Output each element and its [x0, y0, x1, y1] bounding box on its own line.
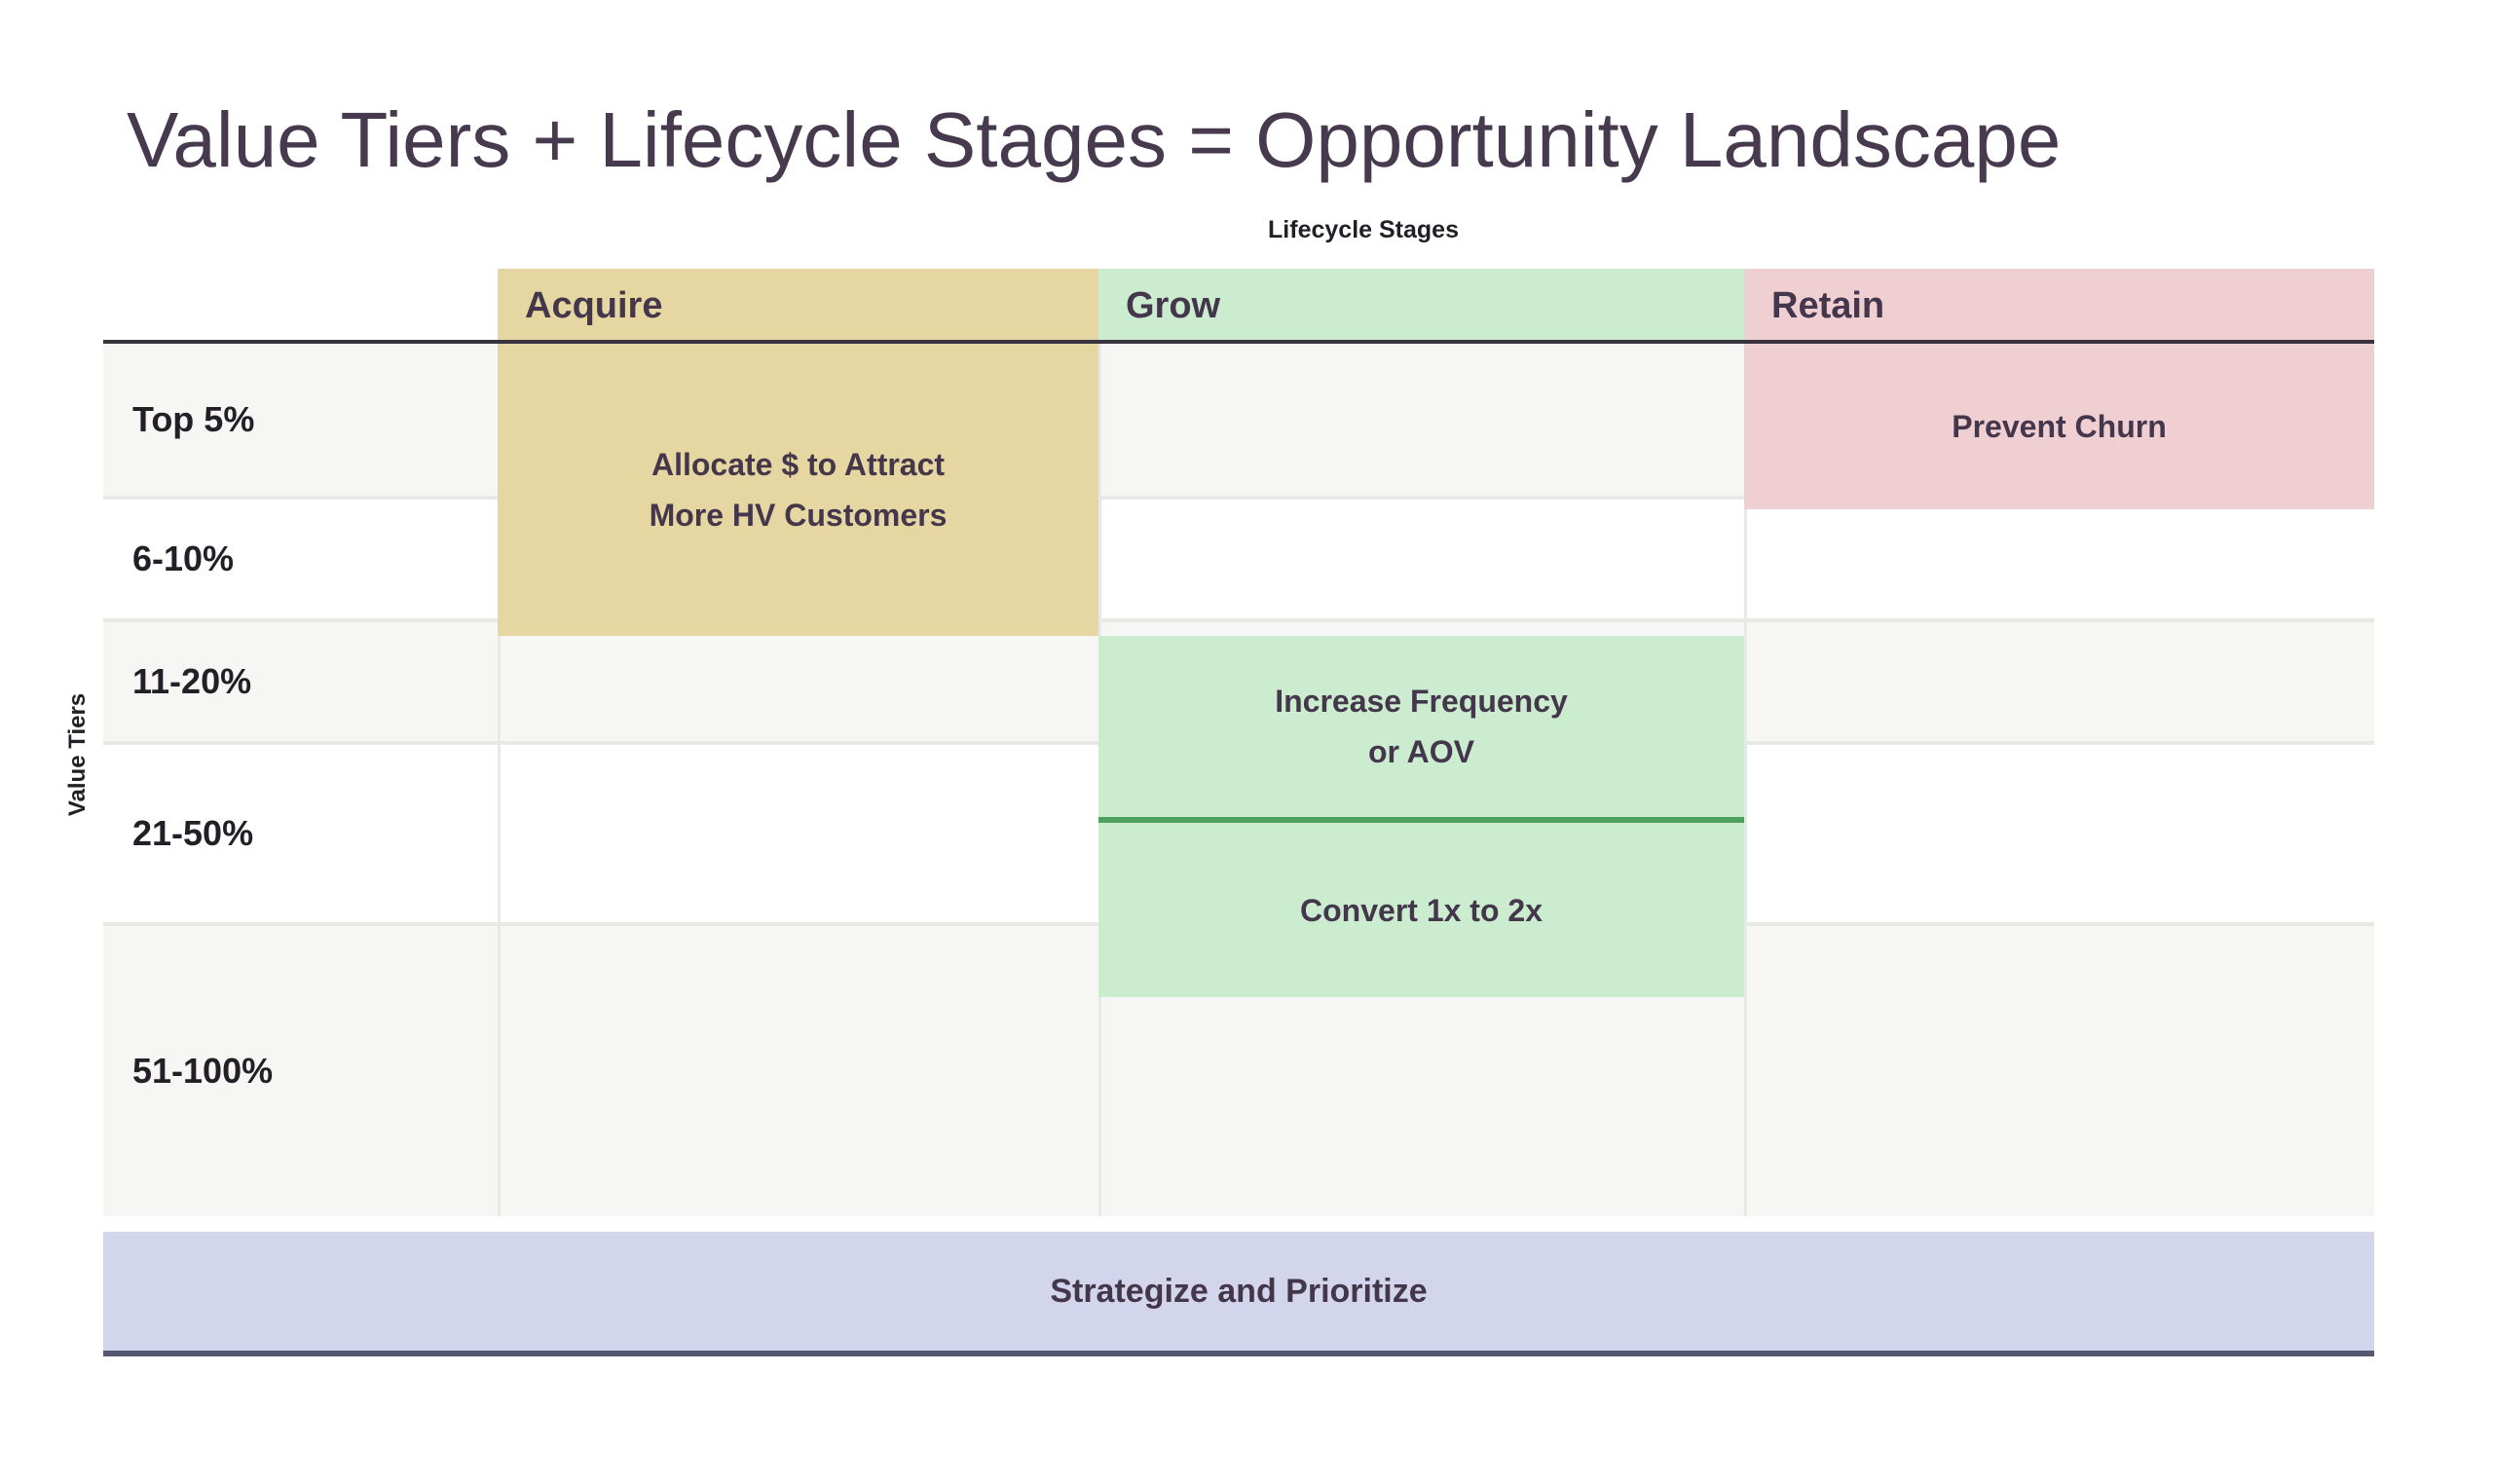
- columns-axis-label: Lifecycle Stages: [1268, 216, 1459, 243]
- grow-convert-text: Convert 1x to 2x: [1300, 892, 1543, 928]
- grow-frequency-text: Increase Frequency or AOV: [1098, 636, 1744, 817]
- row-label-6-10: 6-10%: [132, 538, 235, 578]
- column-header-grow: Grow: [1126, 284, 1221, 326]
- grow-frequency-block: Increase Frequency or AOV: [1098, 636, 1744, 817]
- footer-bar-text: Strategize and Prioritize: [1050, 1272, 1428, 1310]
- row-label-21-50: 21-50%: [132, 813, 254, 853]
- acquire-block-line1: Allocate $ to Attract: [651, 446, 946, 482]
- row-label-11-20: 11-20%: [132, 661, 252, 701]
- retain-block-text: Prevent Churn: [1952, 408, 2167, 444]
- grow-convert-block: Convert 1x to 2x: [1098, 823, 1744, 997]
- footer-bar: Strategize and Prioritize: [103, 1232, 2374, 1356]
- row-label-top-5: Top 5%: [132, 398, 255, 439]
- grow-frequency-line2: or AOV: [1367, 734, 1475, 769]
- header-underline: [103, 340, 2374, 344]
- row-band-6-10: [103, 500, 2374, 622]
- grow-header-cell: Grow: [1098, 269, 1744, 343]
- acquire-block-line2: More HV Customers: [649, 497, 948, 533]
- retain-opportunity-block: Retain Prevent Churn: [1744, 269, 2374, 509]
- column-header-acquire: Acquire: [525, 284, 663, 326]
- column-divider-labels-acquire: [498, 343, 501, 1216]
- rows-axis-label: Value Tiers: [64, 692, 91, 817]
- column-header-retain: Retain: [1771, 284, 1885, 326]
- row-label-51-100: 51-100%: [132, 1051, 274, 1091]
- grow-frequency-line1: Increase Frequency: [1275, 684, 1568, 719]
- acquire-opportunity-block: Acquire Allocate $ to Attract More HV Cu…: [498, 269, 1098, 636]
- opportunity-matrix: Acquire Allocate $ to Attract More HV Cu…: [103, 269, 2374, 1216]
- page-title: Value Tiers + Lifecycle Stages = Opportu…: [127, 96, 2062, 183]
- column-divider-grow-retain: [1744, 343, 1747, 1216]
- acquire-block-text: Allocate $ to Attract More HV Customers: [498, 343, 1098, 636]
- grow-blocks-divider: [1098, 817, 1744, 823]
